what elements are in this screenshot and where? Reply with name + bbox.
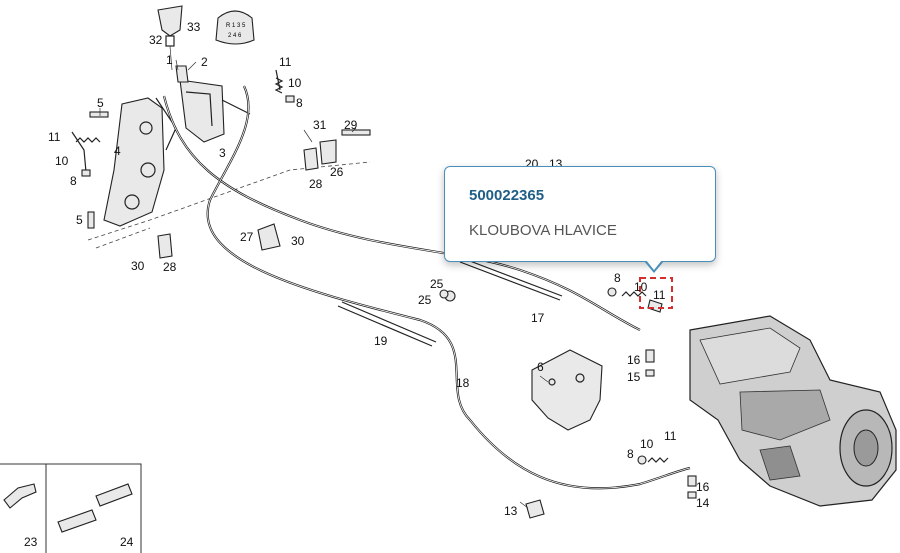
callout-10-right-upper: 10 [634,280,648,294]
callout-25-a: 25 [430,277,444,291]
spring-right-upper[interactable] [607,287,663,313]
callout-30-lower: 30 [131,259,145,273]
callout-11-right-upper: 11 [653,288,666,302]
bolt-5-bottom[interactable] [87,211,95,229]
callout-13-bottom: 13 [504,504,518,518]
tooltip-part-number[interactable]: 500022365 [469,187,545,204]
callout-10-left: 10 [55,154,69,168]
bracket-27[interactable] [257,223,281,251]
shift-lever-housing[interactable] [175,65,251,143]
callout-10-right-lower: 10 [640,437,654,451]
clip-25[interactable] [439,289,456,302]
gearbox[interactable] [689,315,897,507]
shift-pattern-top: R 1 3 5 [226,23,246,29]
inset-panel [0,463,142,553]
callout-5-top: 5 [97,96,104,110]
tooltip-arrow-inner [646,260,662,270]
tooltip-description: KLOUBOVA HLAVICE [469,222,617,239]
bolt-5-top[interactable] [89,111,109,118]
sleeve-24[interactable] [57,483,133,533]
callout-6: 6 [537,360,544,374]
callout-28-lower: 28 [163,260,177,274]
callout-28-upper: 28 [309,177,323,191]
cable-20[interactable] [459,257,563,301]
ball-joint-16[interactable] [645,349,655,377]
pedal-bracket[interactable] [103,97,177,227]
spring-right-lower[interactable] [637,455,697,499]
callout-31: 31 [313,118,327,132]
callout-8-right-upper: 8 [614,271,621,285]
callout-27: 27 [240,230,254,244]
callout-5-bottom: 5 [76,213,83,227]
callout-30-upper: 30 [291,234,305,248]
cable-18[interactable] [206,85,691,490]
callout-16-upper: 16 [627,353,641,367]
callout-15: 15 [627,370,641,384]
selected-part-hotspot[interactable] [639,277,673,309]
callout-25-b: 25 [418,293,432,307]
callout-24: 24 [120,535,134,549]
callout-11-left: 11 [48,130,61,144]
gearbox-bracket[interactable] [531,349,603,431]
callout-10-upper: 10 [288,76,302,90]
spring-left[interactable] [71,131,101,177]
cable-end-23[interactable] [3,483,37,509]
callout-8-upper: 8 [296,96,303,110]
callout-11-right-lower: 11 [664,429,677,443]
callout-14: 14 [696,496,710,510]
callout-11-upper: 11 [279,55,292,69]
callout-23: 23 [24,535,38,549]
callout-26: 26 [330,165,344,179]
spring-upper[interactable] [274,69,295,103]
callout-19: 19 [374,334,388,348]
callout-8-right-lower: 8 [627,447,634,461]
bolt-29[interactable] [341,129,371,136]
cable-19[interactable] [337,301,437,347]
cable-17[interactable] [162,95,641,331]
callout-1: 1 [166,53,173,67]
callout-29: 29 [344,118,358,132]
callout-4: 4 [114,144,121,158]
callout-17: 17 [531,311,545,325]
shift-pattern-plate[interactable]: R 1 3 5 2 4 6 [215,10,255,45]
part-tooltip: 500022365 KLOUBOVA HLAVICE [444,166,716,262]
bracket-28-lower[interactable] [157,233,173,259]
bracket-28-upper[interactable] [303,147,319,171]
callout-16-lower: 16 [696,480,710,494]
gear-knob[interactable] [157,5,183,71]
callout-2: 2 [201,55,208,69]
callout-3: 3 [219,146,226,160]
callout-32: 32 [149,33,163,47]
callout-33: 33 [187,20,201,34]
callout-8-left: 8 [70,174,77,188]
callout-18: 18 [456,376,470,390]
bracket-26[interactable] [319,139,337,165]
clip-13[interactable] [525,499,545,519]
shift-pattern-bottom: 2 4 6 [228,33,242,39]
